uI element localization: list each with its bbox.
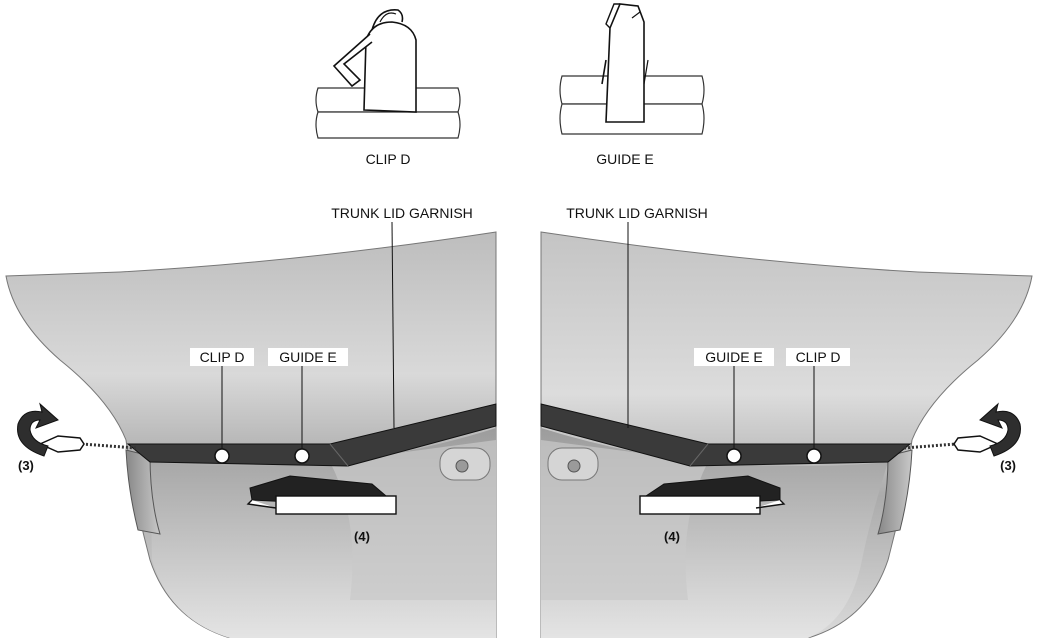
left-step-4-label: (4) <box>354 529 370 544</box>
clip-d-detail: CLIP D <box>315 9 461 167</box>
clip-d-body <box>363 21 417 113</box>
right-guide-e-marker <box>726 448 742 464</box>
left-garnish-label: TRUNK LID GARNISH <box>331 205 473 221</box>
right-clip-d-label: CLIP D <box>796 349 841 365</box>
left-guide-e-label: GUIDE E <box>279 349 337 365</box>
right-trunk-lock <box>547 447 599 481</box>
guide-e-body <box>605 3 645 123</box>
right-trim-tool <box>903 402 1021 457</box>
left-trim-tool <box>17 402 137 457</box>
panel-divider <box>497 220 540 638</box>
right-step-3-label: (3) <box>1000 458 1016 473</box>
left-trunk-lock <box>439 447 491 481</box>
right-guide-e-label: GUIDE E <box>705 349 763 365</box>
right-tail-lamp <box>877 449 913 535</box>
left-rotate-arrow-icon <box>17 402 59 457</box>
right-step-4-label: (4) <box>664 529 680 544</box>
left-step-3-label: (3) <box>18 458 34 473</box>
right-rotate-arrow-icon <box>979 402 1021 457</box>
left-clip-d-label: CLIP D <box>200 349 245 365</box>
left-clip-d-marker <box>214 448 230 464</box>
left-pull-arrow-icon <box>246 475 397 515</box>
clip-d-spring <box>332 33 373 88</box>
left-panel: CLIP D GUIDE E TRUNK LID GARNISH (3) (4) <box>5 205 497 638</box>
right-panel: GUIDE E CLIP D TRUNK LID GARNISH (3) (4) <box>540 205 1033 638</box>
guide-e-caption: GUIDE E <box>596 151 654 167</box>
left-guide-e-marker <box>294 448 310 464</box>
right-pull-arrow-icon <box>639 475 786 515</box>
right-clip-d-marker <box>806 448 822 464</box>
left-tail-lamp <box>125 449 161 535</box>
clip-d-caption: CLIP D <box>366 151 411 167</box>
right-garnish-label: TRUNK LID GARNISH <box>566 205 708 221</box>
guide-e-detail: GUIDE E <box>559 3 705 167</box>
